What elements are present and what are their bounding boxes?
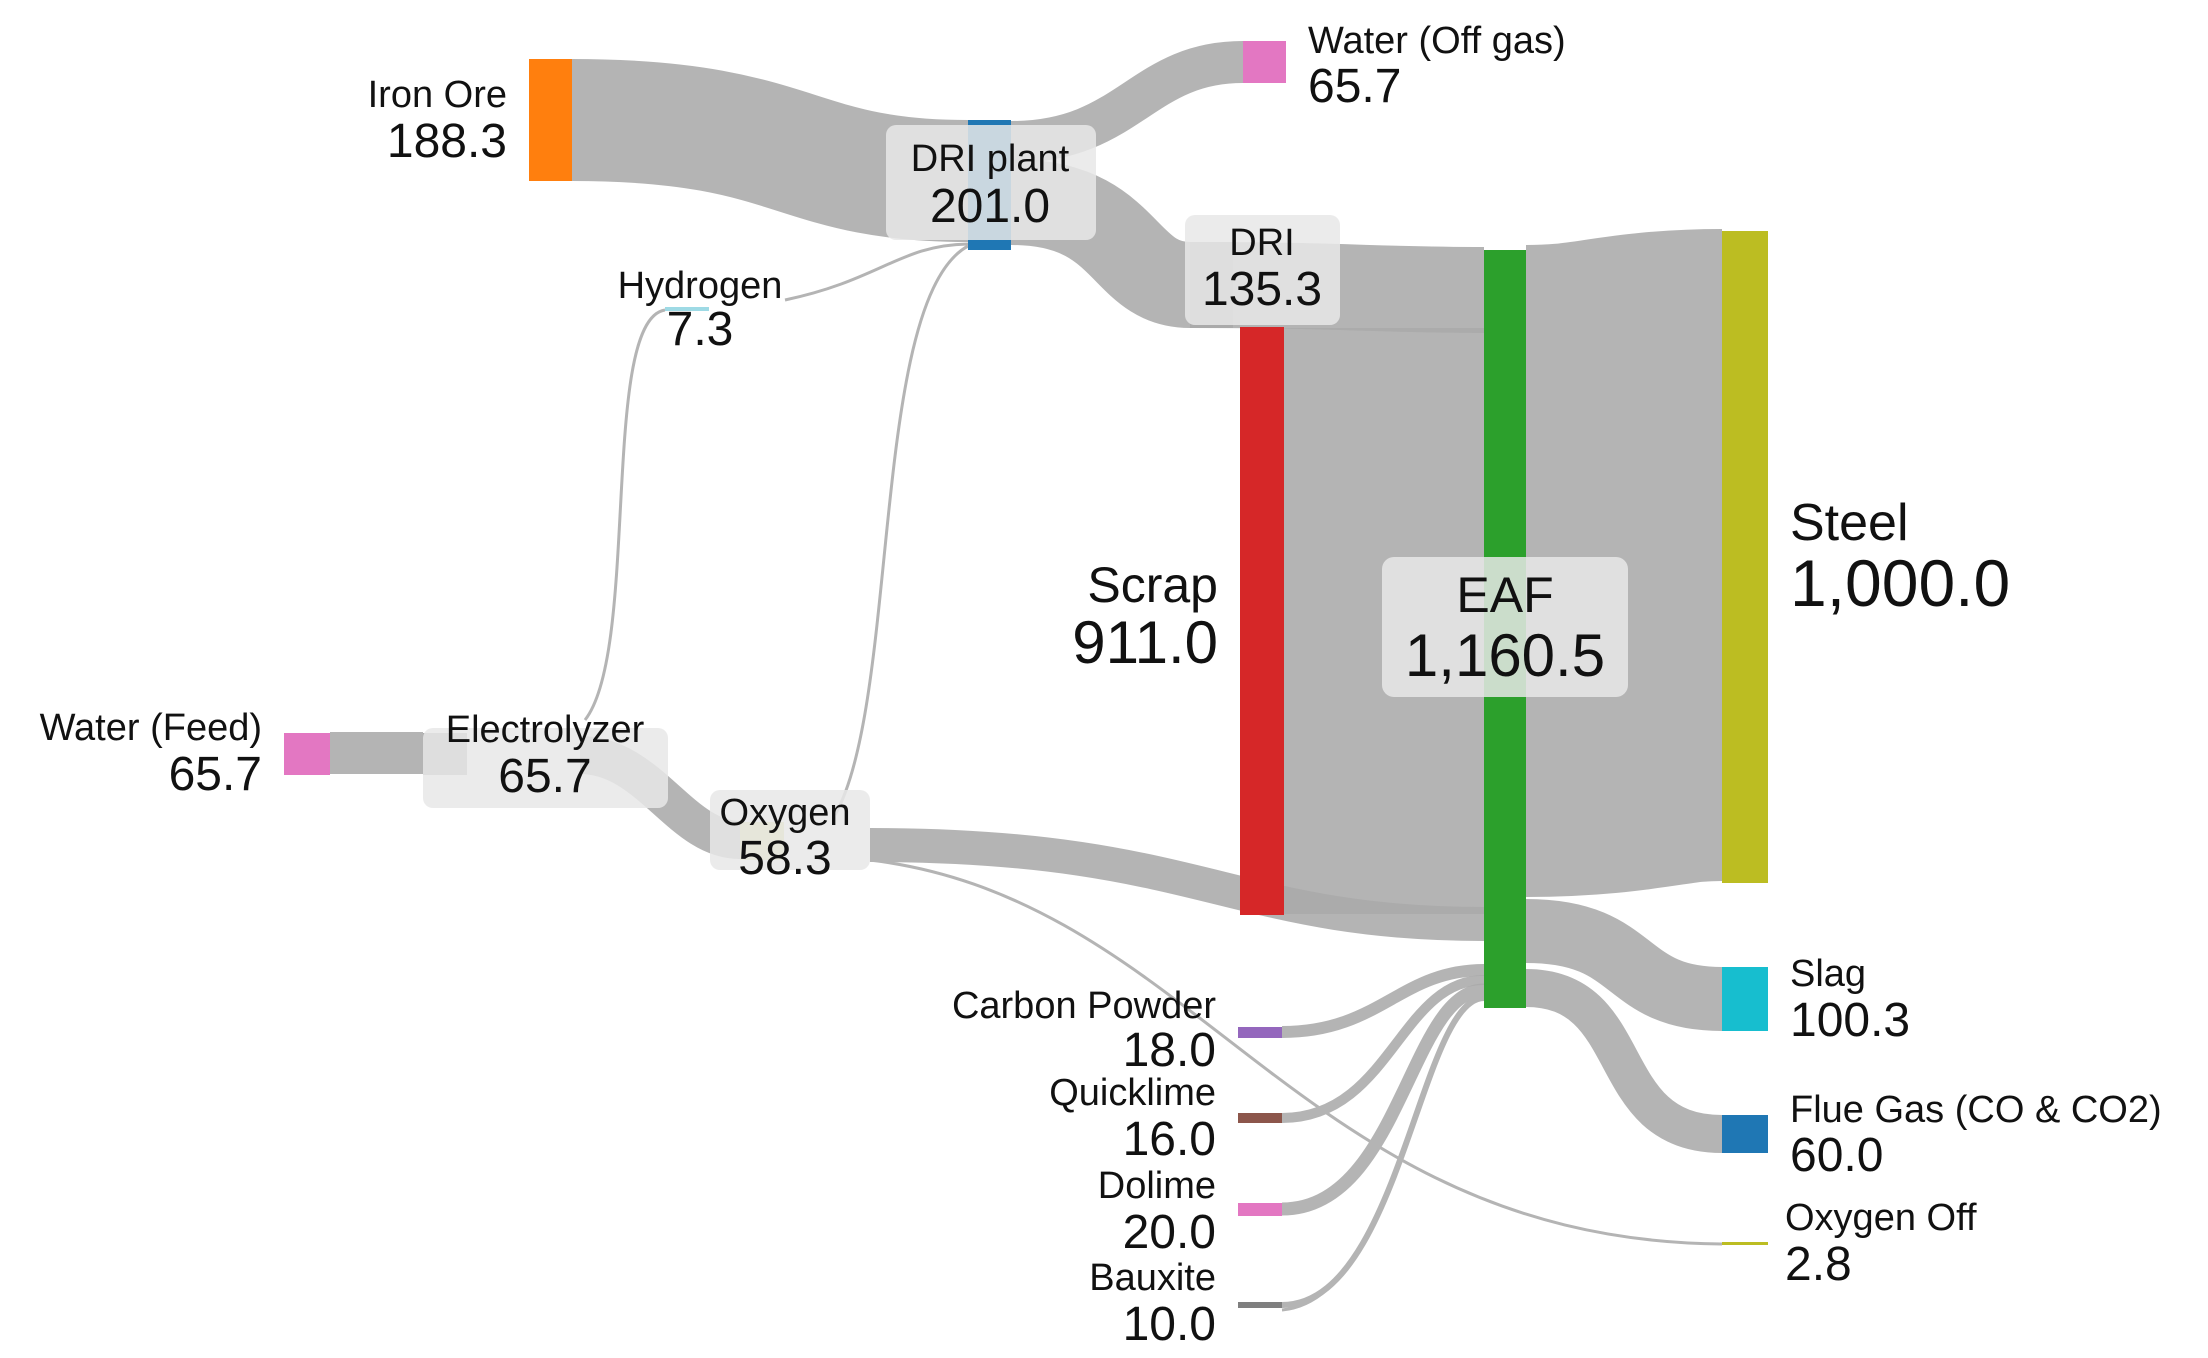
node-label-iron-ore: Iron Ore [368,74,507,116]
node-value-water-feed: 65.7 [169,748,262,801]
link-electrolyzer-to-hydrogen [583,308,666,721]
node-bar-oxygen-off [1722,1242,1768,1245]
node-bar-carbon-powder [1238,1027,1282,1038]
link-oxygen-to-eaf [869,828,1485,941]
node-label-water-off-gas: Water (Off gas) [1308,20,1566,62]
node-value-oxygen: 58.3 [738,832,831,885]
node-value-carbon-powder: 18.0 [1123,1024,1216,1077]
node-label-oxygen: Oxygen [720,792,851,834]
link-bauxite-to-eaf [1281,995,1485,1308]
node-bar-dolime [1238,1203,1282,1216]
node-value-electrolyzer: 65.7 [498,750,591,803]
node-label-flue-gas: Flue Gas (CO & CO2) [1790,1089,2162,1131]
node-label-steel: Steel [1790,494,1909,552]
node-value-quicklime: 16.0 [1123,1113,1216,1166]
node-value-oxygen-off: 2.8 [1785,1238,1852,1291]
node-bar-flue-gas [1722,1115,1768,1153]
node-label-dolime: Dolime [1098,1165,1216,1207]
node-value-hydrogen: 7.3 [667,303,734,356]
node-value-eaf: 1,160.5 [1405,622,1605,689]
node-label-eaf: EAF [1456,567,1553,623]
node-value-bauxite: 10.0 [1123,1298,1216,1351]
node-bar-scrap [1240,327,1284,915]
label-box-electrolyzer [423,728,668,808]
link-hydrogen-to-dri-plant [784,242,969,302]
node-label-hydrogen: Hydrogen [618,265,783,307]
node-bar-bauxite [1238,1302,1282,1308]
node-value-iron-ore: 188.3 [387,115,507,168]
node-label-dri-plant: DRI plant [911,138,1070,180]
node-label-bauxite: Bauxite [1089,1257,1216,1299]
link-eaf-to-flue-gas [1525,969,1723,1153]
node-value-dri: 135.3 [1202,263,1322,316]
link-oxygen-to-dri-plant [833,244,969,816]
label-boxes [423,125,1628,870]
node-bar-hydrogen [665,307,709,311]
node-bar-quicklime [1238,1113,1282,1123]
node-label-slag: Slag [1790,953,1866,995]
label-box-eaf [1382,557,1628,697]
node-label-electrolyzer: Electrolyzer [446,709,645,751]
node-value-steel: 1,000.0 [1790,546,2010,620]
node-bar-steel [1722,231,1768,883]
node-bar-water-off-gas [1243,41,1286,83]
label-box-dri-plant [886,125,1096,240]
node-label-dri: DRI [1229,222,1294,264]
link-dolime-to-eaf [1281,983,1485,1216]
node-value-water-off-gas: 65.7 [1308,60,1401,113]
node-value-dri-plant: 201.0 [930,180,1050,233]
node-value-flue-gas: 60.0 [1790,1129,1883,1182]
link-bauxite-to-eaf-thin [1281,993,1485,1312]
sankey-labels: Iron Ore 188.3 Water (Off gas) 65.7 DRI … [40,20,2162,1351]
node-label-quicklime: Quicklime [1049,1072,1216,1114]
label-box-dri [1185,215,1340,325]
node-value-dolime: 20.0 [1123,1206,1216,1259]
node-label-oxygen-off: Oxygen Off [1785,1197,1977,1239]
link-eaf-to-slag [1525,899,1724,1031]
node-label-water-feed: Water (Feed) [40,707,262,749]
node-bar-water-feed [284,733,330,775]
node-bar-iron-ore [529,59,572,181]
link-oxygen-to-oxygen-off [869,858,1723,1246]
link-quicklime-to-eaf [1281,975,1485,1123]
node-bar-slag [1722,967,1768,1031]
node-value-scrap: 911.0 [1072,609,1218,676]
node-label-scrap: Scrap [1087,557,1218,613]
node-value-slag: 100.3 [1790,994,1910,1047]
label-box-oxygen [710,790,870,870]
link-carbon-powder-to-eaf [1281,964,1485,1038]
node-label-carbon-powder: Carbon Powder [952,985,1216,1027]
